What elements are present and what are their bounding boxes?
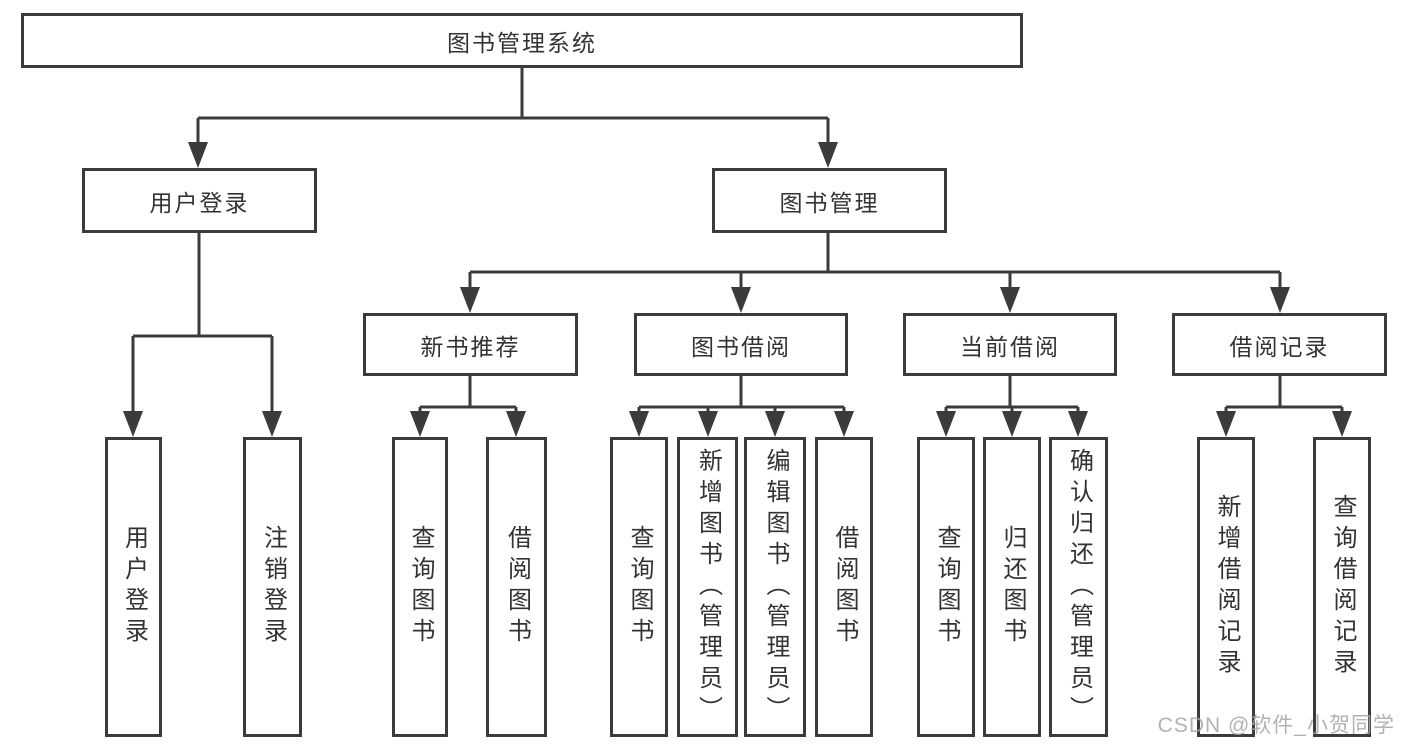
- leaf-label: 查询图书: [933, 525, 960, 649]
- leaf-label: 新增图书（管理员）: [694, 447, 722, 727]
- leaf-label: 编辑图书（管理员）: [762, 447, 789, 727]
- node-borrow-records: 借阅记录: [1172, 313, 1387, 376]
- leaf-query-books-current: 查询图书: [917, 437, 975, 737]
- leaf-user-login: 用户登录: [105, 437, 162, 737]
- arrowheads: [123, 142, 1352, 437]
- leaf-query-borrow-record: 查询借阅记录: [1313, 437, 1371, 737]
- node-label: 当前借阅: [960, 333, 1060, 360]
- node-user-login: 用户登录: [82, 168, 317, 233]
- leaf-edit-book-admin: 编辑图书（管理员）: [744, 437, 806, 737]
- leaf-confirm-return-admin: 确认归还（管理员）: [1049, 437, 1108, 737]
- node-label: 图书借阅: [691, 333, 791, 360]
- leaf-add-borrow-record: 新增借阅记录: [1197, 437, 1255, 737]
- node-current-borrow: 当前借阅: [903, 313, 1117, 376]
- leaf-label: 查询图书: [407, 525, 434, 649]
- node-label: 新书推荐: [420, 333, 521, 360]
- leaf-label: 归还图书: [999, 525, 1026, 649]
- leaf-label: 确认归还（管理员）: [1065, 447, 1093, 727]
- leaf-label: 借阅图书: [831, 525, 858, 649]
- leaf-label: 查询借阅记录: [1329, 494, 1356, 680]
- leaf-query-books-borrow: 查询图书: [610, 437, 668, 737]
- node-label: 用户登录: [149, 189, 250, 216]
- leaf-borrow-books-borrow: 借阅图书: [815, 437, 873, 737]
- leaf-label: 新增借阅记录: [1213, 494, 1240, 680]
- csdn-watermark: CSDN @软件_小贺同学: [1157, 714, 1395, 737]
- node-new-book-recommend: 新书推荐: [363, 313, 578, 376]
- leaf-label: 查询图书: [626, 525, 653, 649]
- node-book-borrow: 图书借阅: [634, 313, 848, 376]
- leaf-logout-login: 注销登录: [243, 437, 302, 737]
- leaf-label: 用户登录: [120, 525, 148, 649]
- leaf-label: 借阅图书: [503, 525, 531, 649]
- leaf-label: 注销登录: [259, 525, 287, 649]
- leaf-borrow-books-newbook: 借阅图书: [486, 437, 547, 737]
- node-library-management-system: 图书管理系统: [21, 13, 1023, 68]
- node-label: 图书管理系统: [447, 29, 597, 56]
- node-book-management: 图书管理: [712, 168, 947, 233]
- leaf-return-book: 归还图书: [983, 437, 1041, 737]
- leaf-query-books-newbook: 查询图书: [392, 437, 448, 737]
- leaf-add-book-admin: 新增图书（管理员）: [677, 437, 738, 737]
- node-label: 借阅记录: [1229, 333, 1330, 360]
- node-label: 图书管理: [779, 189, 880, 216]
